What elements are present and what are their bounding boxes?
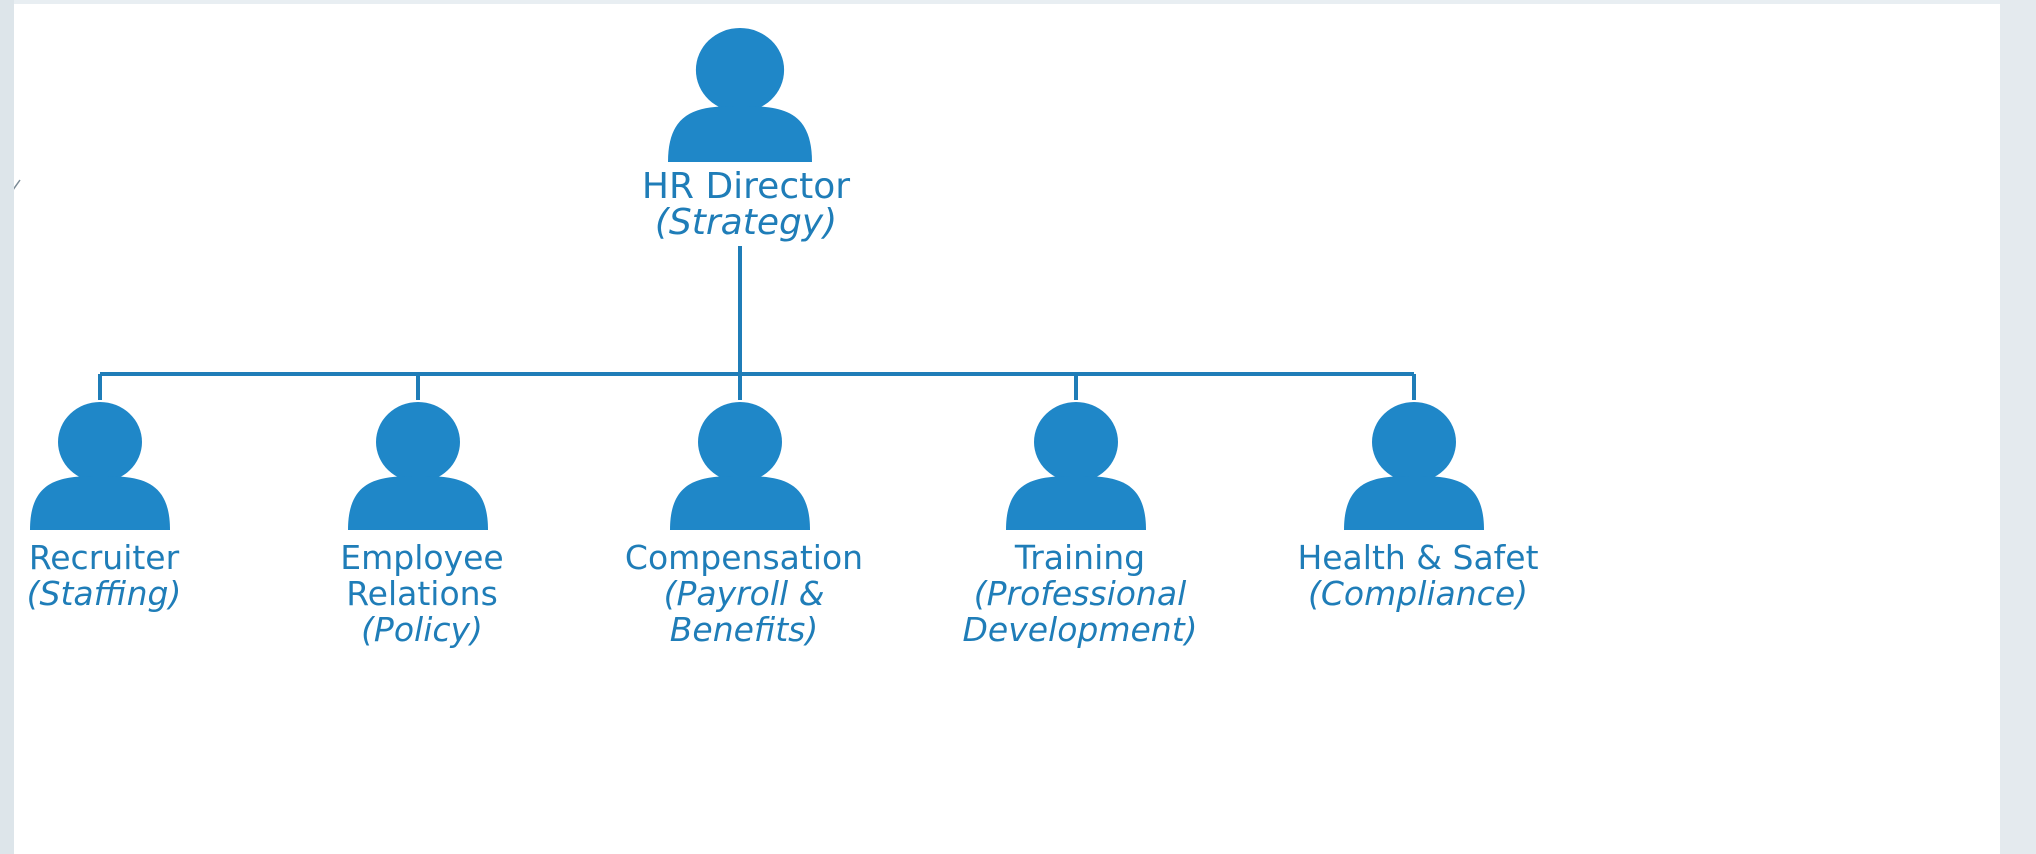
- role-title-line: Relations: [346, 574, 498, 613]
- role-person-icon: [348, 402, 488, 530]
- director-title: HR Director: [642, 166, 850, 207]
- role-person-icon: [1006, 402, 1146, 530]
- person-head: [698, 402, 782, 482]
- role-node: Recruiter(Staffing): [27, 402, 182, 613]
- role-title-line: Recruiter: [29, 538, 180, 577]
- role-person-icon: [30, 402, 170, 530]
- role-subtitle-line: (Policy): [361, 610, 483, 649]
- role-title-line: Employee: [340, 538, 503, 577]
- person-body: [1006, 476, 1146, 530]
- person-body: [30, 476, 170, 530]
- right-background-strip: [2000, 0, 2036, 854]
- role-node: Health & Safet(Compliance): [1297, 402, 1539, 613]
- role-person-icon: [1344, 402, 1484, 530]
- person-head: [376, 402, 460, 482]
- role-node: Compensation(Payroll &Benefits): [625, 402, 863, 649]
- director-person-icon: [668, 28, 812, 162]
- person-body: [348, 476, 488, 530]
- role-title-line: Compensation: [625, 538, 863, 577]
- director-node: HR Director (Strategy): [642, 28, 850, 243]
- role-subtitle-line: (Compliance): [1308, 574, 1528, 613]
- left-background-strip: [0, 0, 14, 854]
- person-head: [58, 402, 142, 482]
- person-body: [668, 106, 812, 162]
- role-subtitle-line: Benefits): [670, 610, 818, 649]
- role-subtitle-line: Development): [962, 610, 1197, 649]
- director-subtitle: (Strategy): [655, 202, 837, 243]
- decorative-slash: [14, 179, 21, 190]
- role-nodes: Recruiter(Staffing) EmployeeRelations(Pol…: [27, 402, 1539, 649]
- role-subtitle-line: (Professional: [974, 574, 1187, 613]
- role-title-line: Health & Safet: [1297, 538, 1538, 577]
- person-head: [1034, 402, 1118, 482]
- org-chart: HR Director (Strategy) Recruiter(Staffin…: [14, 28, 1539, 649]
- org-chart-panel: HR Director (Strategy) Recruiter(Staffin…: [14, 4, 2000, 854]
- person-head: [695, 28, 785, 112]
- role-subtitle-line: (Payroll &: [664, 574, 825, 613]
- role-subtitle-line: (Staffing): [27, 574, 182, 613]
- connector-lines: [98, 246, 1416, 400]
- role-title-line: Training: [1014, 538, 1145, 577]
- person-body: [670, 476, 810, 530]
- role-person-icon: [670, 402, 810, 530]
- person-head: [1372, 402, 1456, 482]
- person-body: [1344, 476, 1484, 530]
